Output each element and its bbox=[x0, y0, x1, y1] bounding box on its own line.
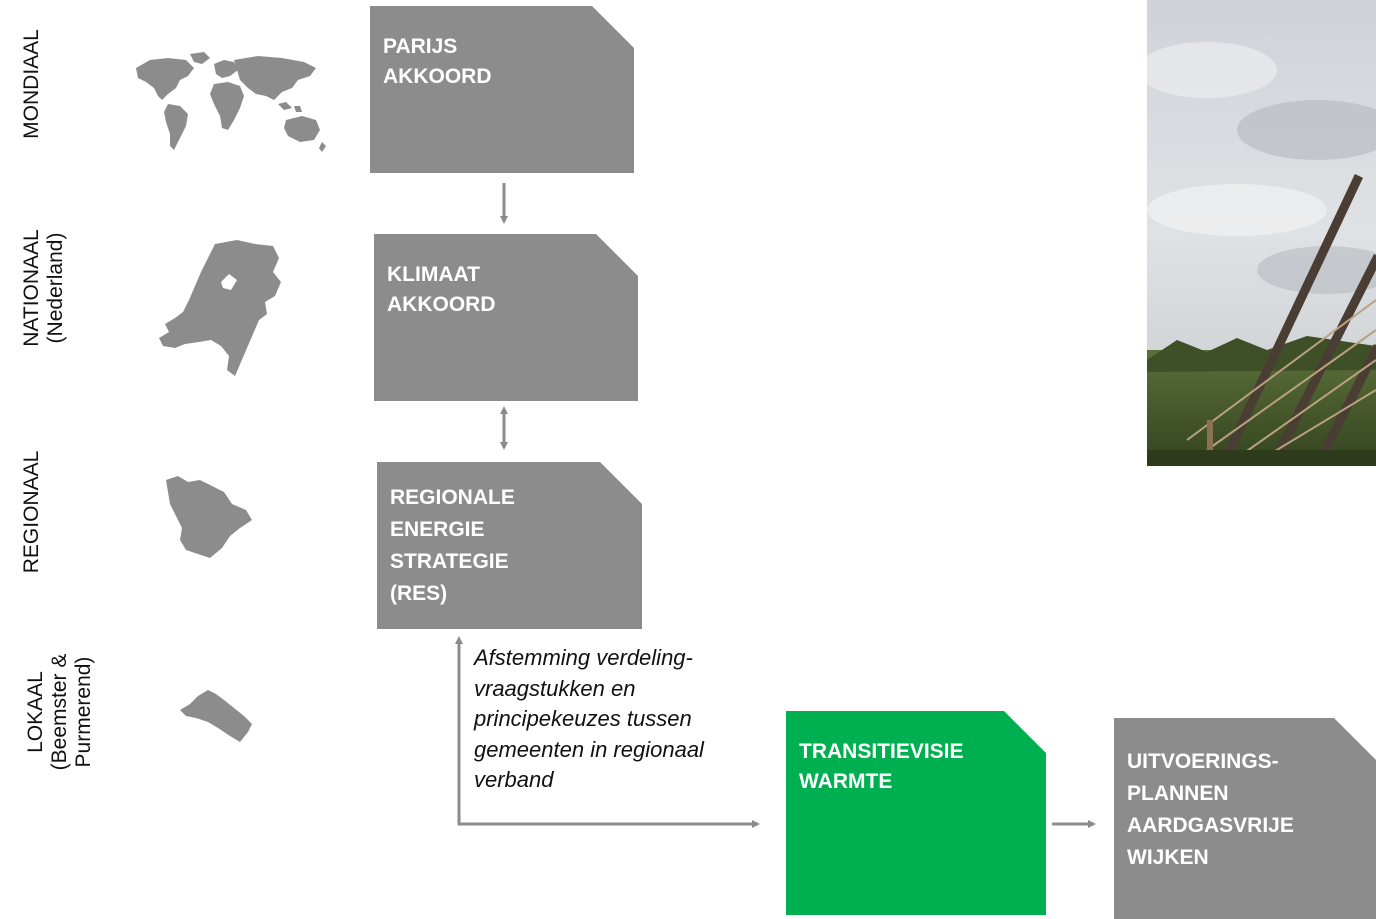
box-text-line: ENERGIE bbox=[390, 518, 485, 541]
box-text-line: REGIONALE bbox=[390, 486, 515, 509]
box-text-line: PLANNEN bbox=[1127, 782, 1229, 805]
municipality-map-icon bbox=[180, 690, 252, 742]
arrow-res-to-tvw bbox=[455, 636, 760, 828]
box-text-line: WARMTE bbox=[799, 770, 893, 793]
box-text-line: UITVOERINGS- bbox=[1127, 750, 1279, 773]
box-text-line: AKKOORD bbox=[383, 65, 492, 88]
transitievisie-warmte-box: TRANSITIEVISIE WARMTE bbox=[786, 711, 1046, 915]
box-text-line: AARDGASVRIJE bbox=[1127, 814, 1294, 837]
landscape-photo bbox=[1147, 0, 1376, 466]
box-text-line: WIJKEN bbox=[1127, 846, 1209, 869]
res-box: REGIONALE ENERGIE STRATEGIE (RES) bbox=[377, 462, 642, 629]
box-text-line: KLIMAAT bbox=[387, 263, 480, 286]
box-text-line: TRANSITIEVISIE bbox=[799, 740, 964, 763]
uitvoeringsplannen-box: UITVOERINGS- PLANNEN AARDGASVRIJE WIJKEN bbox=[1114, 718, 1376, 919]
box-text-line: PARIJS bbox=[383, 35, 458, 58]
netherlands-map-icon bbox=[159, 240, 281, 376]
klimaat-akkoord-box: KLIMAAT AKKOORD bbox=[374, 234, 638, 401]
region-map-icon bbox=[166, 476, 252, 558]
box-text-line: (RES) bbox=[390, 582, 448, 605]
box-text-line: AKKOORD bbox=[387, 293, 496, 316]
world-map-icon bbox=[136, 52, 326, 152]
box-text-line: STRATEGIE bbox=[390, 550, 509, 573]
parijs-akkoord-box: PARIJS AKKOORD bbox=[370, 6, 634, 173]
